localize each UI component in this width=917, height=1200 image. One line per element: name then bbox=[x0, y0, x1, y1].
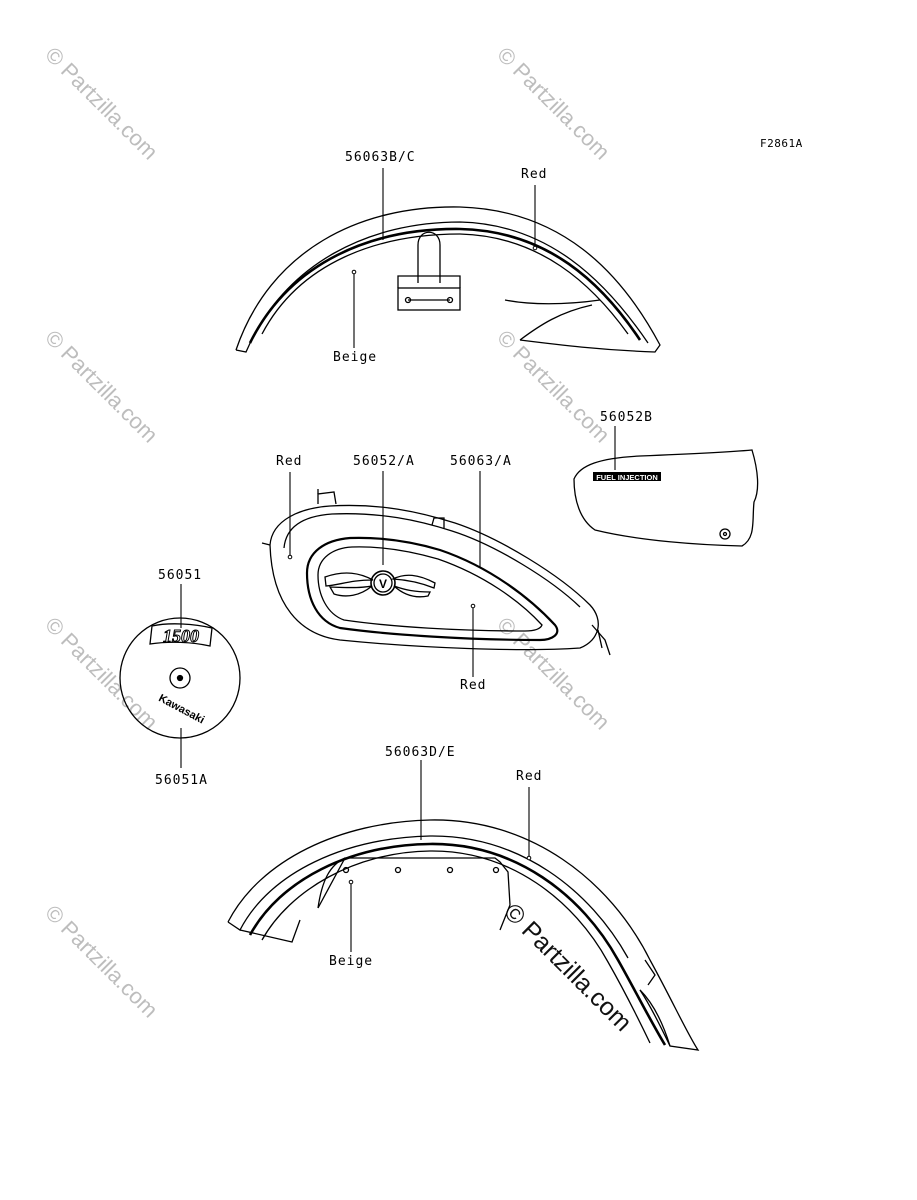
side-cover bbox=[573, 449, 759, 547]
fuel-tank bbox=[261, 489, 611, 656]
fuel-injection-text: FUEL INJECTION bbox=[596, 473, 658, 482]
callout-tank-red-left: Red bbox=[276, 454, 303, 469]
emblem-letter: V bbox=[379, 577, 387, 591]
callout-air-cleaner-top: 56051 bbox=[158, 568, 203, 583]
tank-emblem bbox=[324, 570, 436, 598]
callout-air-cleaner-bottom: 56051A bbox=[155, 773, 208, 788]
air-cleaner-kawasaki: Kawasaki bbox=[156, 692, 206, 726]
air-cleaner-decal bbox=[119, 617, 241, 739]
callout-front-fender-red: Red bbox=[516, 769, 543, 784]
rear-fender bbox=[235, 206, 661, 353]
front-fender bbox=[227, 819, 700, 1051]
callout-tank-emblem-part: 56052/A bbox=[353, 454, 415, 469]
callout-tank-red-bottom: Red bbox=[460, 678, 487, 693]
callout-side-cover-part: 56052B bbox=[600, 410, 653, 425]
callout-rear-fender-beige: Beige bbox=[333, 350, 378, 365]
callout-rear-fender-part: 56063B/C bbox=[345, 150, 416, 165]
callout-front-fender-beige: Beige bbox=[329, 954, 374, 969]
callout-front-fender-part: 56063D/E bbox=[385, 745, 456, 760]
leader-lines bbox=[180, 168, 616, 952]
callout-rear-fender-red: Red bbox=[521, 167, 548, 182]
air-cleaner-1500: 1500 bbox=[163, 626, 199, 646]
callout-tank-stripe-part: 56063/A bbox=[450, 454, 512, 469]
fuel-injection-decal bbox=[593, 472, 661, 481]
figure-code: F2861A bbox=[760, 137, 803, 150]
leader-dots bbox=[287, 245, 538, 885]
